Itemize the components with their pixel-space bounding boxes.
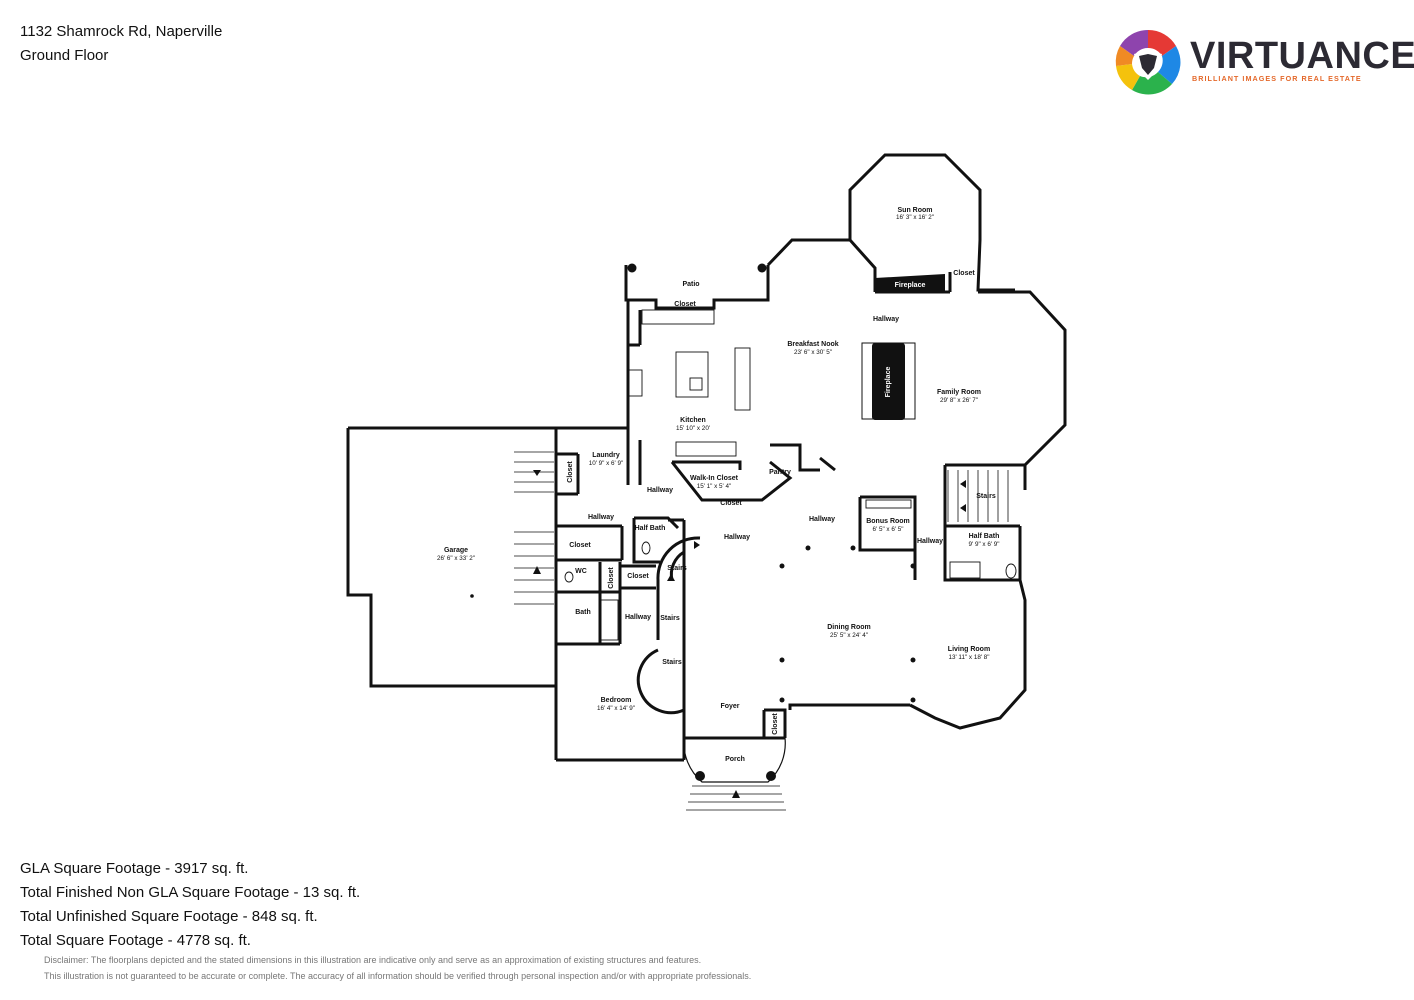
hallway-center-label: Hallway	[809, 516, 835, 523]
room-labels: Sun Room 16' 3" x 16' 2" Closet Fireplac…	[437, 207, 1000, 763]
stairs-low-label: Stairs	[662, 659, 682, 666]
address-title: 1132 Shamrock Rd, Naperville	[20, 23, 223, 40]
hallway-east-label: Hallway	[917, 538, 943, 545]
fixtures	[564, 309, 1017, 641]
stair-treads	[514, 451, 1009, 811]
bath-label: Bath	[575, 609, 591, 616]
bedroom-label: Bedroom	[601, 697, 632, 704]
fireplace-family-label: Fireplace	[885, 367, 892, 398]
pantry-label: Pantry	[769, 469, 791, 476]
fireplace-top-shape	[875, 274, 945, 292]
dining-room-dims: 25' 5" x 24' 4"	[830, 632, 868, 639]
walls	[346, 153, 1067, 762]
patio-label: Patio	[682, 281, 699, 288]
half-bath-west-label: Half Bath	[635, 525, 666, 532]
garage-label: Garage	[444, 547, 468, 554]
disclaimer-line-1: Disclaimer: The floorplans depicted and …	[44, 955, 702, 965]
stat-finished-non-gla: Total Finished Non GLA Square Footage - …	[20, 884, 361, 901]
closet-foyer-label: Closet	[772, 713, 779, 735]
brand-tagline: BRILLIANT IMAGES FOR REAL ESTATE	[1192, 74, 1362, 83]
closet-patio-label: Closet	[674, 301, 696, 308]
floor-label: Ground Floor	[20, 47, 109, 64]
hallway-small-label: Hallway	[625, 614, 651, 621]
walkin-closet-label: Walk-In Closet	[690, 475, 739, 482]
dining-room-label: Dining Room	[827, 624, 871, 631]
fireplace-top-label: Fireplace	[895, 282, 926, 289]
disclaimer-line-2: This illustration is not guaranteed to b…	[44, 971, 752, 981]
bedroom-dims: 16' 4" x 14' 9"	[597, 705, 635, 712]
family-room-label: Family Room	[937, 389, 981, 396]
porch-outline	[683, 737, 786, 783]
hallway-main-label: Hallway	[724, 534, 750, 541]
sun-room-label: Sun Room	[898, 207, 933, 214]
closet-wc-label: Closet	[608, 567, 615, 589]
laundry-label: Laundry	[592, 452, 620, 459]
bonus-room-dims: 6' 5" x 6' 5"	[872, 526, 903, 533]
laundry-dims: 10' 9" x 6' 9"	[589, 460, 624, 467]
closet-laundry-label: Closet	[567, 461, 574, 483]
stairs-right-label: Stairs	[976, 493, 996, 500]
kitchen-dims: 15' 10" x 20'	[676, 425, 710, 432]
kitchen-label: Kitchen	[680, 417, 706, 424]
closet-sun-label: Closet	[953, 270, 975, 277]
stat-total: Total Square Footage - 4778 sq. ft.	[20, 932, 251, 949]
virtuance-logo-icon	[1115, 29, 1181, 95]
hallway-west-label: Hallway	[588, 514, 614, 521]
half-bath-east-dims: 9' 9" x 6' 9"	[968, 541, 999, 548]
closet-west-label: Closet	[569, 542, 591, 549]
hallway-top-label: Hallway	[873, 316, 899, 323]
walkin-closet-dims: 15' 1" x 5' 4"	[697, 483, 732, 490]
breakfast-nook-label: Breakfast Nook	[787, 341, 838, 348]
stair-arrows	[533, 470, 966, 798]
stairs-mid-label: Stairs	[660, 615, 680, 622]
family-room-dims: 29' 8" x 26' 7"	[940, 397, 978, 404]
hallway-kitchen-label: Hallway	[647, 487, 673, 494]
half-bath-east-label: Half Bath	[969, 533, 1000, 540]
breakfast-nook-dims: 23' 6" x 30' 5"	[794, 349, 832, 356]
stat-gla: GLA Square Footage - 3917 sq. ft.	[20, 860, 249, 877]
wc-label: WC	[575, 568, 587, 575]
brand-name: VIRTUANCE	[1190, 35, 1414, 77]
living-room-dims: 13' 11" x 18' 8"	[948, 654, 989, 661]
columns	[470, 263, 916, 781]
stairs-curve-label: Stairs	[667, 565, 687, 572]
bonus-room-label: Bonus Room	[866, 518, 910, 525]
fireplace-family-shape	[872, 343, 905, 420]
garage-dims: 26' 6" x 33' 2"	[437, 555, 475, 562]
stat-unfinished: Total Unfinished Square Footage - 848 sq…	[20, 908, 318, 925]
sun-room-dims: 16' 3" x 16' 2"	[896, 214, 934, 221]
brand-logo: VIRTUANCE BRILLIANT IMAGES FOR REAL ESTA…	[1112, 26, 1414, 98]
porch-label: Porch	[725, 756, 745, 763]
closet-mid-label: Closet	[627, 573, 649, 580]
closet-walkin-label: Closet	[720, 500, 742, 507]
living-room-label: Living Room	[948, 646, 990, 653]
foyer-label: Foyer	[720, 703, 739, 710]
